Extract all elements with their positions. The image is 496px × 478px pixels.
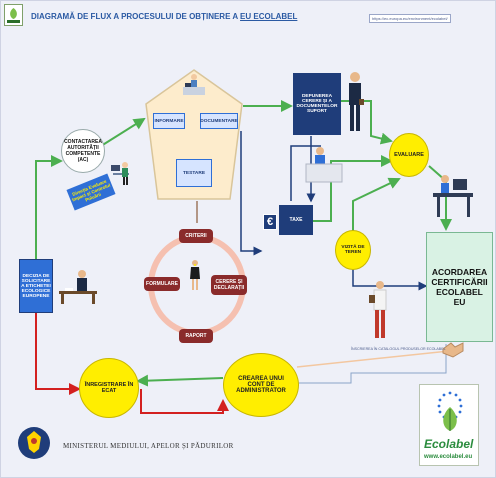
- catalog-link[interactable]: ÎNSCRIEREA ÎN CATALOGUL PRODUSELOR ECOLA…: [351, 347, 446, 351]
- pentagon-documentation-group: [144, 68, 244, 201]
- ministry-name: MINISTERUL MEDIULUI, APELOR ȘI PĂDURILOR: [63, 442, 234, 450]
- node-inregistrare-label: ÎNREGISTRARE ÎN ECAT: [84, 382, 134, 394]
- node-crearea-label: CREAREA UNUI CONT DE ADMINISTRATOR: [236, 376, 286, 394]
- node-informare[interactable]: INFORMARE: [153, 113, 185, 129]
- woman-standing-icon: [187, 259, 203, 296]
- eco-eu-text: EU: [442, 399, 451, 405]
- node-depunerea[interactable]: DEPUNEREA CERERII ȘI A DOCUMENTELOR SUPO…: [293, 73, 341, 135]
- node-decizia[interactable]: DECIZIA DE SOLICITARE A ETICHETEI ECOLOG…: [19, 259, 53, 313]
- eco-word: Ecolabel: [424, 437, 474, 451]
- node-contactarea-label: CONTACTAREA AUTORITĂȚII COMPETENTE (AC): [64, 139, 102, 163]
- man-at-desk-icon: [57, 269, 99, 310]
- node-documentare-label: DOCUMENTARE: [200, 118, 238, 124]
- romania-coat-of-arms-icon: [17, 423, 51, 468]
- eu-ecolabel-logo: EU Ecolabel www.ecolabel.eu: [419, 384, 479, 466]
- inspector-icon: [369, 279, 391, 346]
- node-vizita[interactable]: VIZITĂ DE TEREN: [335, 230, 371, 270]
- node-evaluare-label: EVALUARE: [394, 152, 424, 158]
- title-link-eu-ecolabel[interactable]: EU ECOLABEL: [240, 12, 298, 21]
- node-taxe[interactable]: TAXE: [279, 205, 313, 235]
- euro-icon: €: [263, 214, 277, 230]
- node-acordarea-label: ACORDAREA CERTIFICĂRII ECOLABEL EU: [431, 267, 488, 307]
- node-cerere-declaratii[interactable]: CERERE ȘI DECLARAȚII: [211, 275, 247, 295]
- node-formulare[interactable]: FORMULARE: [144, 277, 180, 291]
- title-text: DIAGRAMĂ DE FLUX A PROCESULUI DE OBȚINER…: [31, 12, 241, 21]
- node-evaluare[interactable]: EVALUARE: [389, 133, 429, 177]
- person-at-desk-icon: [181, 73, 207, 102]
- woman-at-computer-icon: [111, 161, 135, 192]
- ecolabel-logo-small: [4, 4, 23, 26]
- node-contactarea[interactable]: CONTACTAREA AUTORITĂȚII COMPETENTE (AC): [61, 129, 105, 173]
- node-vizita-label: VIZITĂ DE TEREN: [341, 245, 365, 255]
- page-title: DIAGRAMĂ DE FLUX A PROCESULUI DE OBȚINER…: [31, 12, 297, 21]
- node-testare[interactable]: TESTARE: [176, 159, 212, 187]
- handshake-icon: [441, 339, 465, 364]
- node-testare-label: TESTARE: [182, 170, 206, 176]
- node-criterii[interactable]: CRITERII: [179, 229, 213, 243]
- worker-at-computer-icon: [427, 171, 477, 226]
- node-taxe-label: TAXE: [289, 217, 303, 223]
- node-documentare[interactable]: DOCUMENTARE: [200, 113, 238, 129]
- node-acordarea[interactable]: ACORDAREA CERTIFICĂRII ECOLABEL EU: [426, 232, 493, 342]
- node-cerere-declaratii-label: CERERE ȘI DECLARAȚII: [213, 279, 245, 291]
- node-inregistrare[interactable]: ÎNREGISTRARE ÎN ECAT: [79, 358, 139, 418]
- businessman-icon: [345, 71, 365, 140]
- source-url[interactable]: https://ec.europa.eu/environment/ecolabe…: [369, 14, 451, 23]
- node-raport[interactable]: RAPORT: [179, 329, 213, 343]
- euro-symbol: €: [266, 216, 274, 228]
- node-depunerea-label: DEPUNEREA CERERII ȘI A DOCUMENTELOR SUPO…: [296, 94, 338, 114]
- node-formulare-label: FORMULARE: [146, 281, 178, 287]
- node-crearea[interactable]: CREAREA UNUI CONT DE ADMINISTRATOR: [223, 353, 299, 417]
- node-raport-label: RAPORT: [185, 333, 207, 339]
- node-decizia-label: DECIZIA DE SOLICITARE A ETICHETEI ECOLOG…: [21, 273, 51, 299]
- clerk-at-desk-icon: [304, 144, 344, 189]
- node-informare-label: INFORMARE: [154, 118, 184, 124]
- node-criterii-label: CRITERII: [185, 233, 207, 239]
- eco-url[interactable]: www.ecolabel.eu: [424, 454, 473, 460]
